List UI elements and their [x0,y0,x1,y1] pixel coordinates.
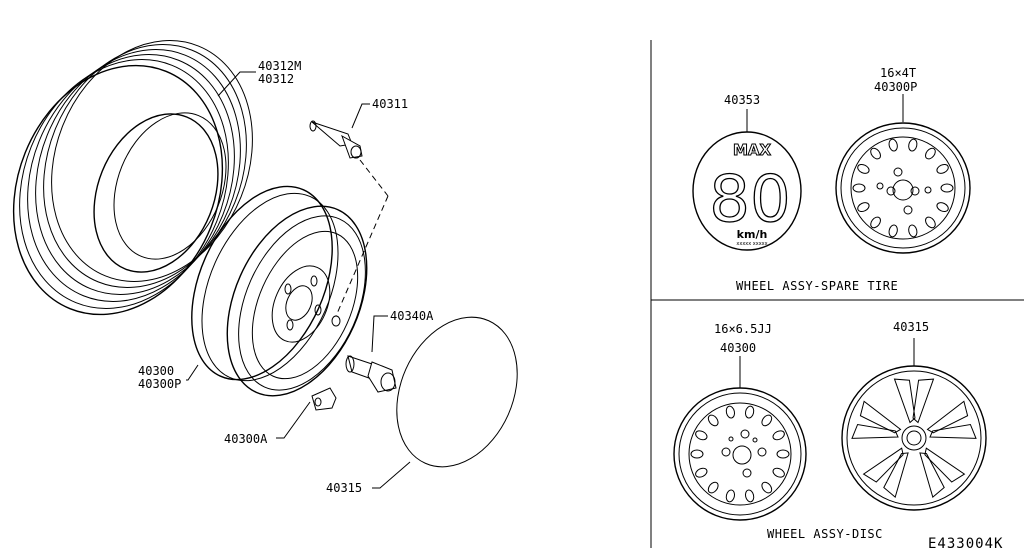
spare-caption: WHEEL ASSY-SPARE TIRE [736,279,898,293]
sign-speed-text: 80 [709,163,790,237]
wheel-part-label-b: 40300P [138,377,181,391]
wheel-cover-spokes [851,378,977,498]
label-part-number: 40353 [724,93,760,107]
cover-spoke [929,423,977,439]
wheel-hole [761,414,773,427]
cover-spoke [862,447,904,483]
wheel-hole [908,138,918,152]
disc-wheel-size: 16×6.5JJ [714,322,772,336]
wheel-hole [695,467,708,478]
tire-part-label-a: 40312M [258,59,301,73]
spare-wheel-drawing [835,122,971,254]
diagram-code: E433004K [928,536,1003,552]
wheel-hole [690,449,704,459]
wheel-hole [888,224,898,238]
spare-wheel-holes [852,138,954,238]
wheel-hole [857,163,870,174]
wheel-hole [940,183,954,193]
wheel-hole [925,147,936,160]
valve-drawing [309,120,389,317]
disc-wheel-holes [690,405,790,503]
wheel-hole [707,481,719,494]
balance-weight-drawing [311,387,337,411]
wheel-cover-drawing [396,316,518,468]
spare-wheel-part: 40300P [874,80,917,94]
wheel-nut-drawing [345,355,397,393]
cover-part-label: 40315 [326,481,362,495]
cover-spoke [919,452,945,498]
spare-wheel-size: 16×4T [880,66,916,80]
cover-spoke [926,400,969,434]
wheel-hole [761,481,773,494]
disc-wheel-drawing [673,387,807,521]
disc-wheel-part: 40300 [720,341,756,355]
wheel-hole [870,216,881,229]
wheel-hole [772,430,785,441]
wheel-hole [725,405,736,419]
wheel-hole [870,147,881,160]
tire-part-label-b: 40312 [258,72,294,86]
wheel-hole [936,163,949,174]
disc-caption: WHEEL ASSY-DISC [767,527,883,541]
wheel-hole [936,202,949,213]
valve-part-label: 40311 [372,97,408,111]
cover-spoke [883,452,909,498]
wheel-hole [857,202,870,213]
wheel-hole [725,489,736,503]
cover-spoke [912,378,935,424]
wheel-hole [744,405,755,419]
wheel-hole [852,183,866,193]
wheel-drawing [191,185,368,397]
cover-spoke [924,447,966,483]
wheel-hole [908,224,918,238]
wheel-hole [888,138,898,152]
wheel-part-label-a: 40300 [138,364,174,378]
wheel-hole [925,216,936,229]
wheel-hole [776,449,790,459]
cover-spoke [893,378,916,424]
sign-max-text: MAX [733,141,772,159]
sign-unit-text: km/h [737,228,768,241]
leader-lines-left [186,71,411,489]
speed-label-sign: MAX 80 km/h xxxxx xxxxx [692,131,802,251]
wheel-hole [772,467,785,478]
sign-small-text: xxxxx xxxxx [736,241,767,247]
disc-cover-part: 40315 [893,320,929,334]
wheel-hole [744,489,755,503]
wheel-hole [707,414,719,427]
cover-spoke [859,400,902,434]
weight-part-label: 40300A [224,432,268,446]
nut-part-label: 40340A [390,309,434,323]
wheel-hole [695,430,708,441]
tire-drawing [12,40,253,316]
cover-spoke [851,423,899,439]
